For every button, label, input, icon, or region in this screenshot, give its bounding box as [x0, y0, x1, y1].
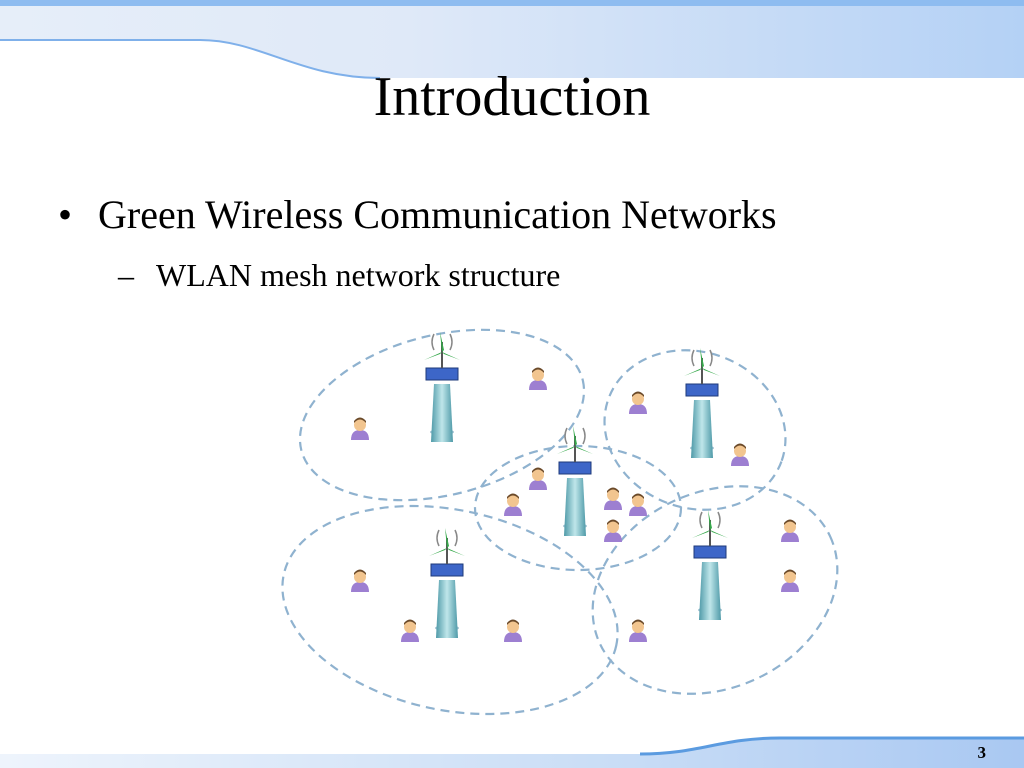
user-icon: [781, 519, 799, 542]
mesh-network-diagram: [281, 328, 839, 716]
user-icon: [629, 391, 647, 414]
sub-bullet-item: –WLAN mesh network structure: [118, 255, 560, 295]
cluster-bottom-right: [591, 485, 839, 695]
access-points: [423, 331, 729, 639]
bullet-item: • Green Wireless Communication Networks: [58, 190, 777, 240]
sub-bullet-text: WLAN mesh network structure: [156, 257, 561, 293]
cluster-top-right: [603, 349, 787, 511]
cluster-center: [473, 444, 683, 572]
user-icon: [629, 619, 647, 642]
user-icon: [604, 519, 622, 542]
coverage-clusters: [281, 328, 839, 716]
slide-title: Introduction: [373, 66, 651, 128]
slide-number: 3: [977, 743, 987, 762]
wind-solar-access-point-icon: [691, 509, 729, 621]
header-decoration: [0, 0, 1024, 79]
cluster-bottom-left: [281, 504, 619, 716]
user-icon: [731, 443, 749, 466]
user-icon: [781, 569, 799, 592]
cluster-top-left: [298, 328, 586, 502]
user-icon: [629, 493, 647, 516]
wind-solar-access-point-icon: [556, 425, 594, 537]
wind-solar-access-point-icon: [423, 331, 461, 443]
bullet-mark: •: [58, 192, 73, 237]
user-icon: [504, 493, 522, 516]
bullet-text: Green Wireless Communication Networks: [98, 192, 777, 237]
user-icon: [401, 619, 419, 642]
dash-mark: –: [118, 257, 134, 293]
user-icon: [529, 367, 547, 390]
user-icon: [504, 619, 522, 642]
wind-solar-access-point-icon: [428, 527, 466, 639]
user-icon: [351, 569, 369, 592]
user-icon: [351, 417, 369, 440]
wind-solar-access-point-icon: [683, 347, 721, 459]
footer-decoration: [0, 736, 1024, 768]
user-icon: [529, 467, 547, 490]
user-icon: [604, 487, 622, 510]
